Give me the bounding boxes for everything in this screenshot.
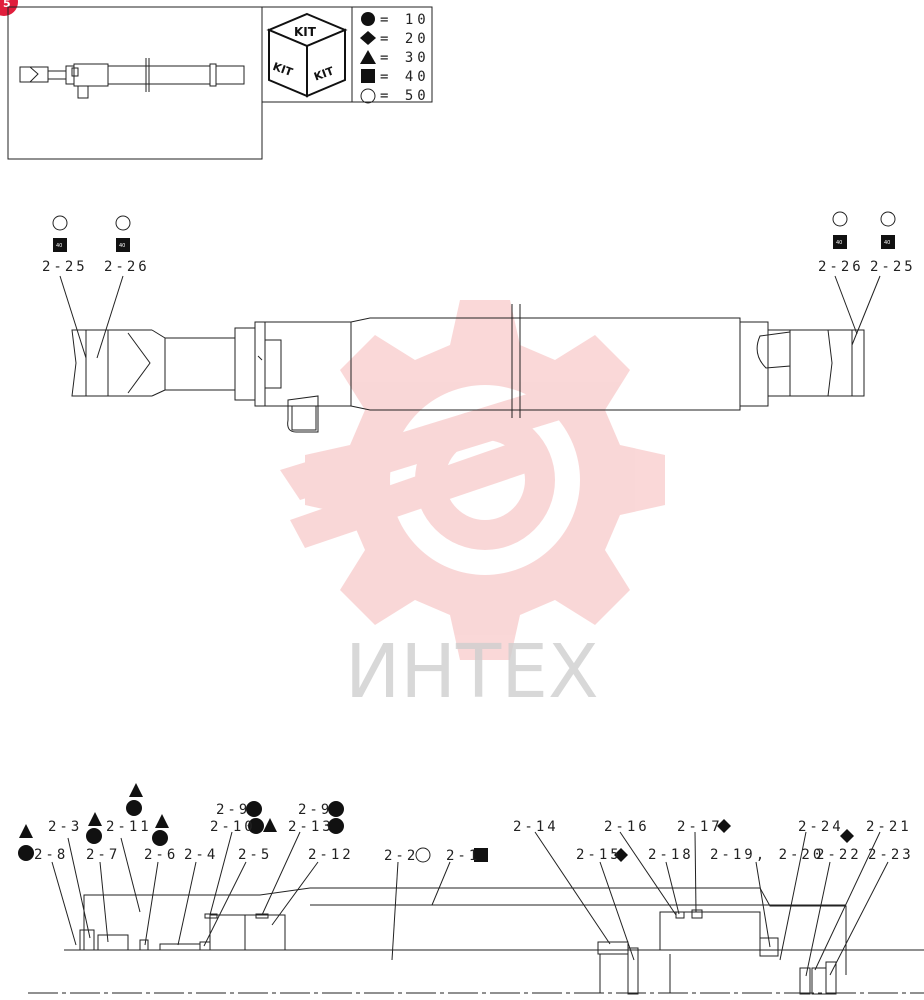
- badge-text: 40: [119, 243, 125, 249]
- callout-2-13: 2-13: [288, 819, 334, 835]
- callout-2-6: 2-6: [144, 847, 178, 863]
- open-circle-icon: [832, 211, 848, 227]
- open-circle-icon: [880, 211, 896, 227]
- callout-2-22: 2-22: [816, 847, 862, 863]
- lower-leaders: [51, 831, 889, 977]
- callout-2-15: 2-15: [576, 847, 622, 863]
- callout-2-14: 2-14: [513, 819, 559, 835]
- callout-2-21: 2-21: [866, 819, 912, 835]
- section-drawing: [28, 887, 924, 995]
- thumbnail-panel: [7, 6, 263, 160]
- legend-entry-5: = 50: [380, 88, 430, 104]
- upper-callouts: [52, 211, 896, 359]
- callout-2-5: 2-5: [238, 847, 272, 863]
- callout-2-3: 2-3: [48, 819, 82, 835]
- badge-text: 40: [56, 243, 62, 249]
- kit-cube-icon: [266, 12, 348, 98]
- callout-2-1: 2-1: [446, 848, 480, 864]
- callout-2-25-left: 2-25: [42, 259, 88, 275]
- legend-entry-4: = 40: [380, 69, 430, 85]
- callout-2-18: 2-18: [648, 847, 694, 863]
- watermark-gear-logo: [280, 300, 665, 660]
- lower-symbols: [18, 783, 854, 862]
- callout-2-2: 2-2: [384, 848, 418, 864]
- callout-2-8: 2-8: [34, 847, 68, 863]
- callout-2-17: 2-17: [677, 819, 723, 835]
- callout-2-26-left: 2-26: [104, 259, 150, 275]
- badge-text: 40: [884, 240, 890, 246]
- callout-2-11: 2-11: [106, 819, 152, 835]
- filled-circle-icon: [361, 12, 375, 26]
- callout-2-9-a: 2-9: [216, 802, 250, 818]
- legend-entry-3: = 30: [380, 50, 430, 66]
- open-circle-icon: [115, 215, 131, 231]
- watermark-text: ИНТЕХ: [345, 629, 599, 715]
- callout-2-7: 2-7: [86, 847, 120, 863]
- filled-diamond-icon: [360, 31, 376, 45]
- callout-2-26-right: 2-26: [818, 259, 864, 275]
- cylinder-assembly-drawing: [71, 304, 865, 433]
- filled-triangle-icon: [360, 50, 376, 64]
- open-circle-icon: [415, 847, 431, 863]
- badge-text: 40: [836, 240, 842, 246]
- callout-2-25-right: 2-25: [870, 259, 916, 275]
- kit-top-label: KIT: [294, 25, 317, 39]
- callout-2-16: 2-16: [604, 819, 650, 835]
- callout-2-9-b: 2-9: [298, 802, 332, 818]
- open-circle-icon: [52, 215, 68, 231]
- open-circle-icon: [360, 88, 376, 104]
- page-marker: 5: [0, 0, 18, 16]
- callout-2-23: 2-23: [868, 847, 914, 863]
- kit-legend-panel: KIT KIT KIT = 10 = 20 = 30 = 40 = 50: [261, 6, 433, 104]
- upper-badges: 40 40 40 40: [53, 235, 895, 252]
- page-marker-text: 5: [3, 0, 11, 10]
- legend-entry-1: = 10: [380, 12, 430, 28]
- callout-2-10: 2-10: [210, 819, 256, 835]
- callout-2-19-2-20: 2-19, 2-20: [710, 847, 824, 863]
- callout-2-12: 2-12: [308, 847, 354, 863]
- callout-2-24: 2-24: [798, 819, 844, 835]
- callout-2-4: 2-4: [184, 847, 218, 863]
- filled-square-icon: [361, 69, 375, 83]
- legend-entry-2: = 20: [380, 31, 430, 47]
